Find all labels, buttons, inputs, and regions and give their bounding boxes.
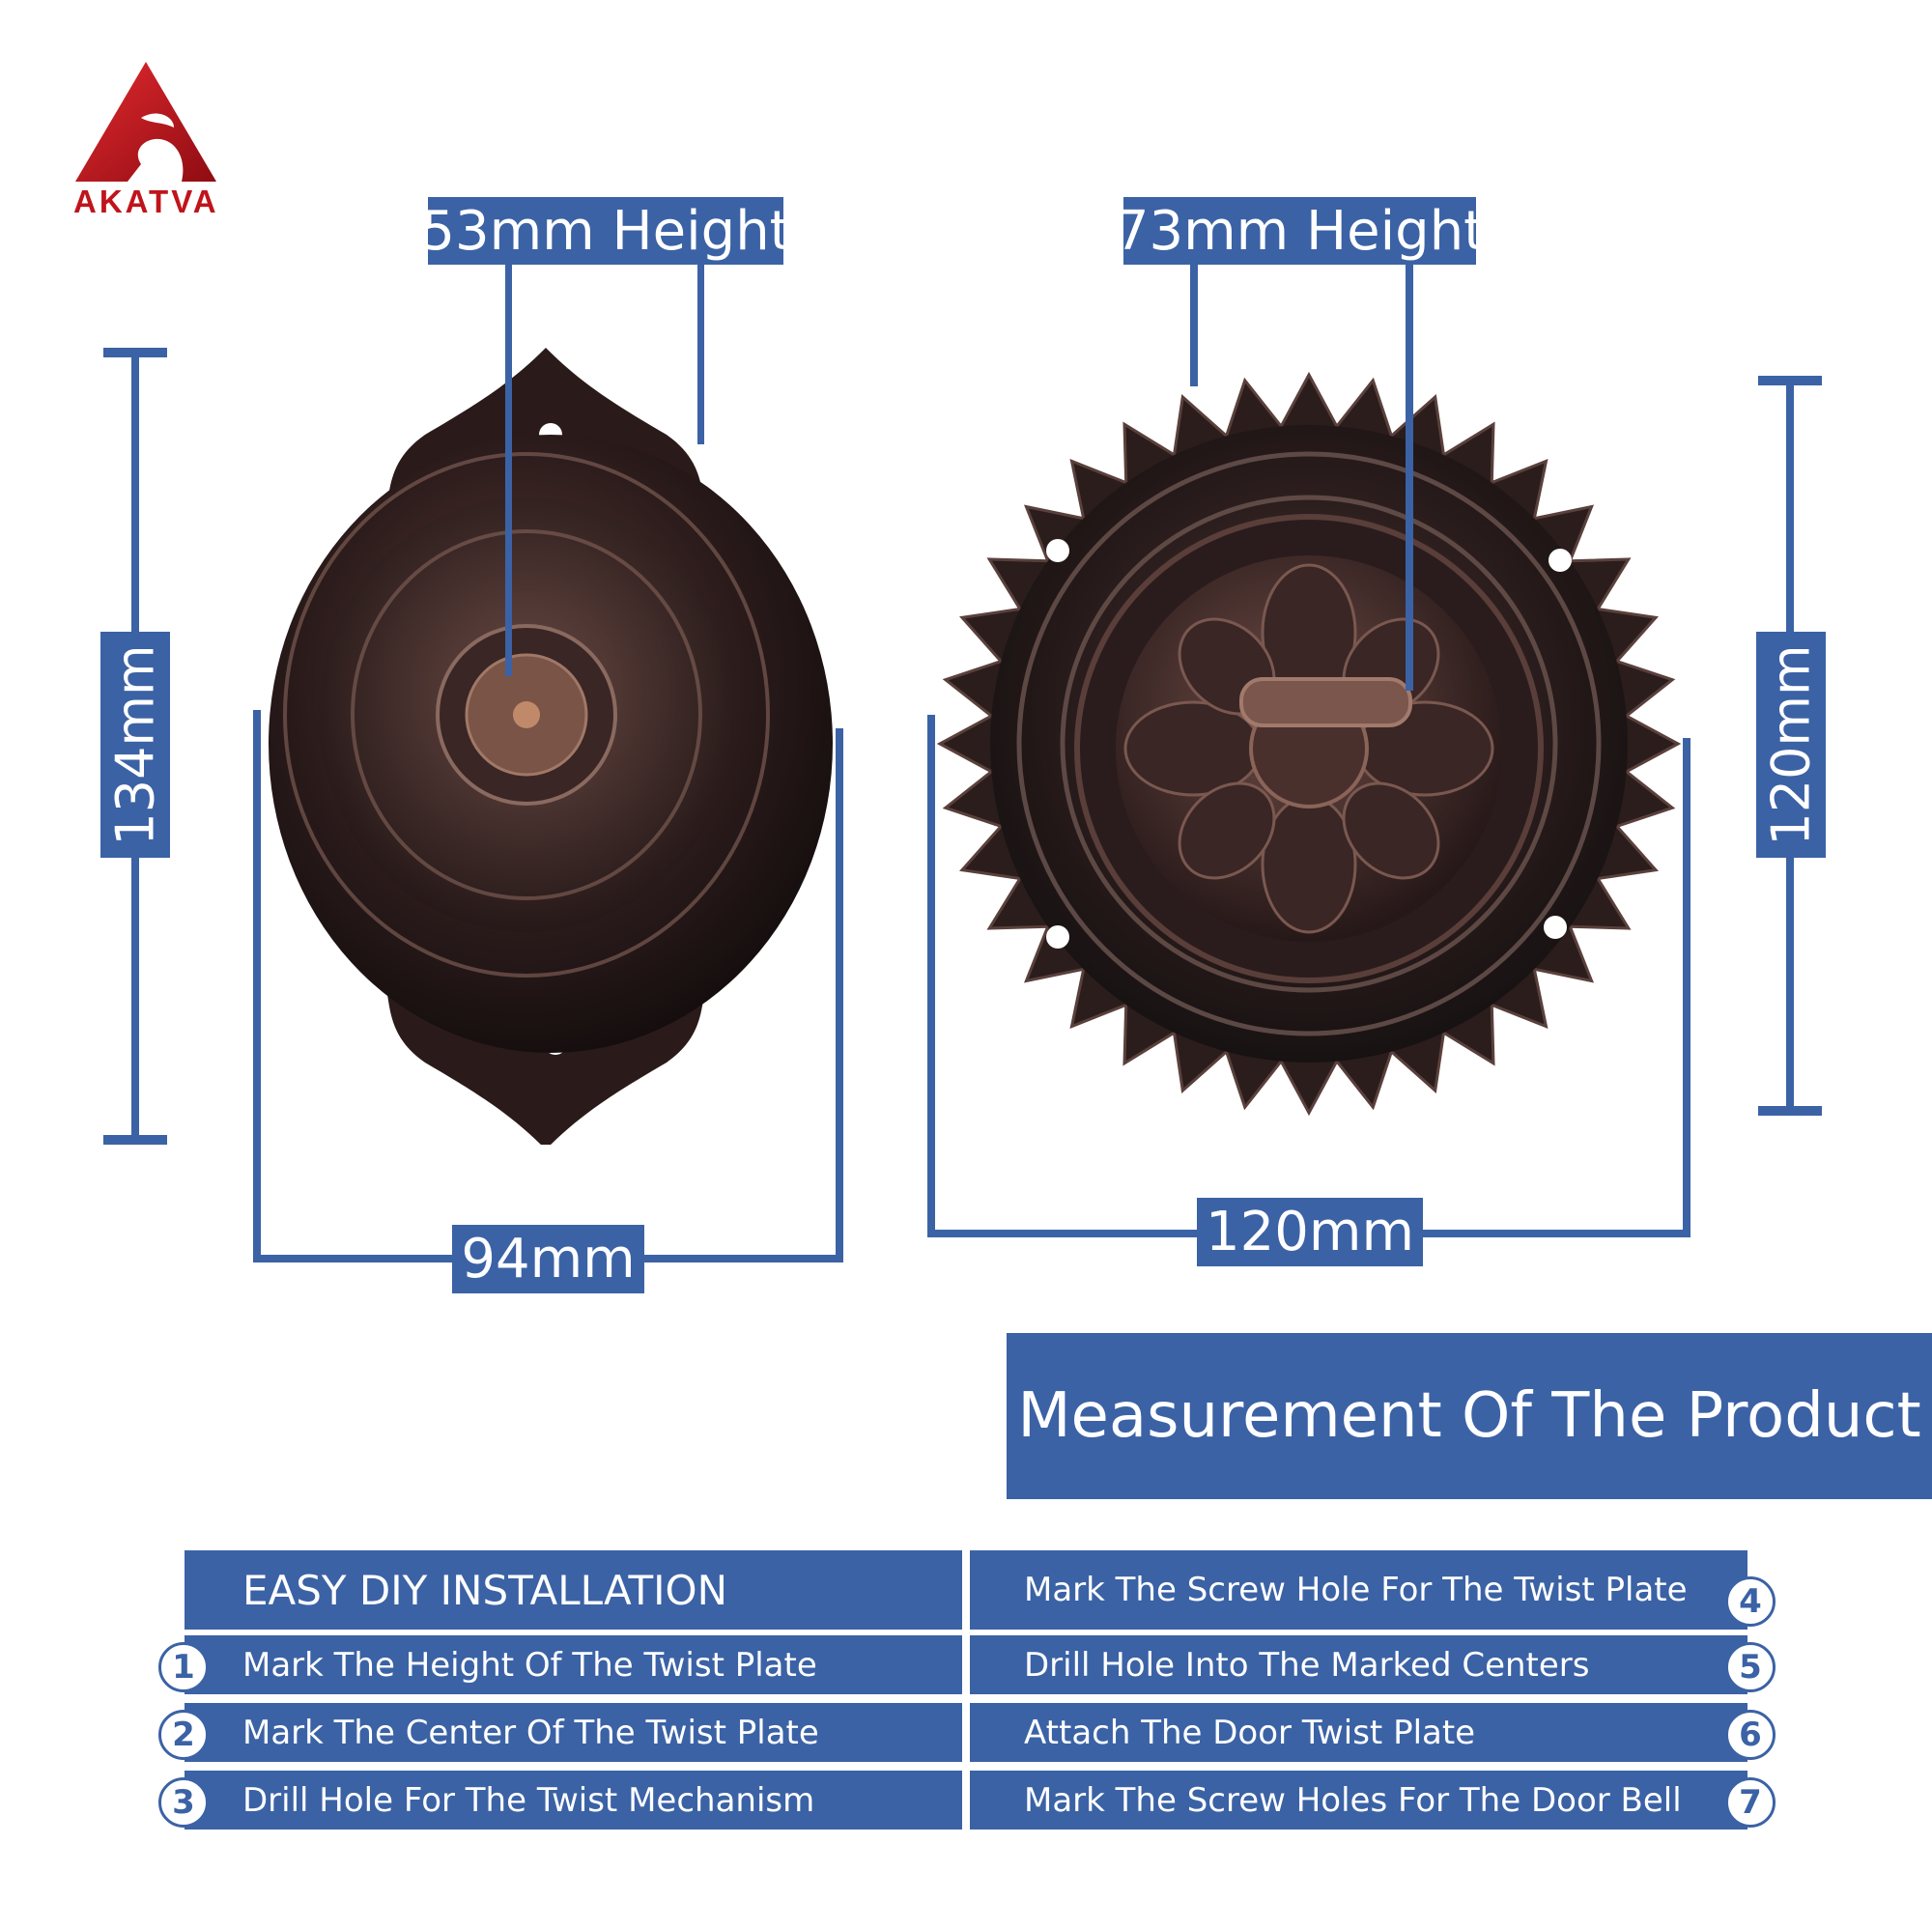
plate-depth-line-2 (1406, 251, 1413, 691)
brand-logo-icon (75, 62, 216, 182)
step-row-1: Mark The Height Of The Twist Plate (185, 1635, 962, 1694)
step-row-3: Drill Hole For The Twist Mechanism (185, 1771, 962, 1830)
step-number-7: 7 (1725, 1777, 1776, 1828)
step-text-3: Drill Hole For The Twist Mechanism (242, 1780, 815, 1820)
bell-width-left-line (253, 710, 261, 1262)
step-text-5: Drill Hole Into The Marked Centers (1024, 1645, 1590, 1685)
bell-depth-label: 53mm Height (420, 197, 791, 265)
plate-depth-label: 73mm Height (1115, 197, 1485, 265)
step-text-4: Mark The Screw Hole For The Twist Plate (1024, 1571, 1688, 1609)
plate-width-right-line (1683, 738, 1690, 1237)
step-row-2: Mark The Center Of The Twist Plate (185, 1703, 962, 1762)
bell-depth-line-1 (505, 251, 512, 676)
plate-height-label: 120mm (1756, 632, 1826, 858)
installation-title-text: EASY DIY INSTALLATION (242, 1566, 728, 1614)
step-text-7: Mark The Screw Holes For The Door Bell (1024, 1780, 1682, 1820)
plate-width-label: 120mm (1197, 1198, 1423, 1266)
bell-width-right-line (836, 728, 843, 1262)
twist-plate-image (937, 372, 1681, 1116)
step-text-6: Attach The Door Twist Plate (1024, 1713, 1476, 1752)
installation-title: EASY DIY INSTALLATION (185, 1550, 962, 1630)
step-number-1: 1 (158, 1642, 209, 1692)
door-bell-image (269, 348, 833, 1145)
step-number-6: 6 (1725, 1710, 1776, 1760)
bell-height-label: 134mm (100, 632, 170, 858)
plate-depth-line-1 (1190, 251, 1198, 386)
step-number-5: 5 (1725, 1642, 1776, 1692)
step-row-7: Mark The Screw Holes For The Door Bell (970, 1771, 1747, 1830)
step-text-1: Mark The Height Of The Twist Plate (242, 1645, 817, 1685)
step-number-3: 3 (158, 1777, 209, 1828)
step-number-2: 2 (158, 1710, 209, 1760)
brand-name: AKATVA (73, 184, 219, 219)
step-text-2: Mark The Center Of The Twist Plate (242, 1713, 819, 1752)
bell-depth-line-2 (697, 251, 704, 444)
plate-width-left-line (927, 715, 935, 1237)
step-row-5: Drill Hole Into The Marked Centers (970, 1635, 1747, 1694)
bell-width-label: 94mm (452, 1225, 644, 1293)
step-row-4: Mark The Screw Hole For The Twist Plate (970, 1550, 1747, 1630)
step-row-6: Attach The Door Twist Plate (970, 1703, 1747, 1762)
measurement-banner: Measurement Of The Product (1007, 1333, 1932, 1499)
step-number-4: 4 (1725, 1576, 1776, 1627)
